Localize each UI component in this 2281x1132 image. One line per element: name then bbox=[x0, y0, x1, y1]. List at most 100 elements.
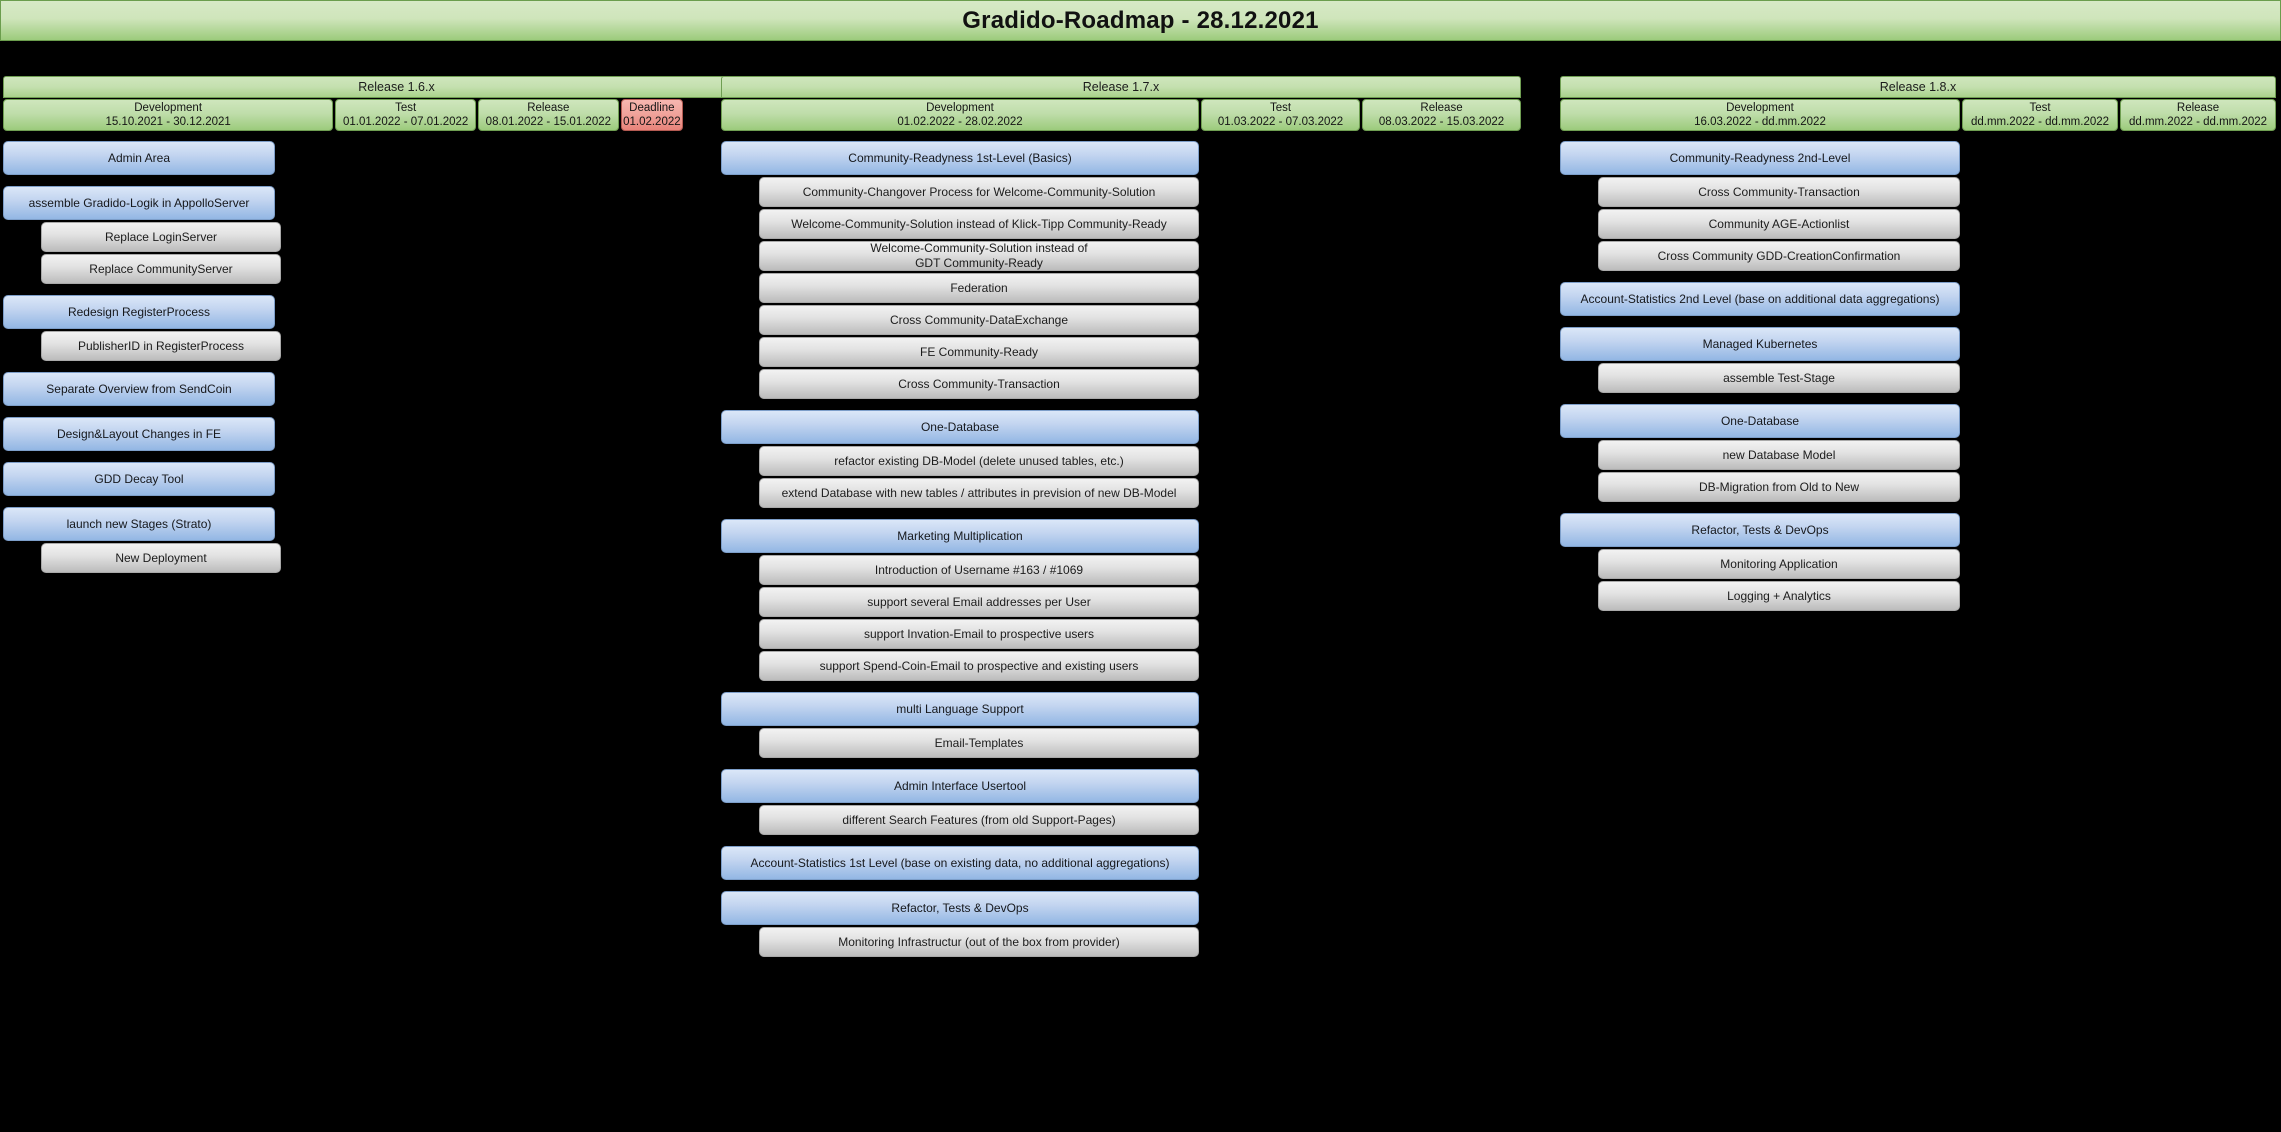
task-box-subitem[interactable]: support Invation-Email to prospective us… bbox=[759, 619, 1199, 649]
task-label: Replace CommunityServer bbox=[89, 261, 233, 276]
task-spacer bbox=[721, 399, 1521, 410]
phase-name: Release bbox=[2176, 101, 2220, 114]
phase-date-range: 16.03.2022 - dd.mm.2022 bbox=[1694, 116, 1826, 128]
phase-date-range: 01.02.2022 - 28.02.2022 bbox=[897, 116, 1023, 128]
task-label: Managed Kubernetes bbox=[1702, 336, 1818, 351]
task-label: multi Language Support bbox=[896, 701, 1024, 716]
task-box-subitem[interactable]: DB-Migration from Old to New bbox=[1598, 472, 1960, 502]
task-box-subitem[interactable]: support several Email addresses per User bbox=[759, 587, 1199, 617]
task-spacer bbox=[721, 758, 1521, 769]
task-label: Federation bbox=[950, 280, 1008, 295]
task-spacer bbox=[721, 508, 1521, 519]
phase-name: Development bbox=[926, 101, 994, 114]
task-box-primary[interactable]: Admin Interface Usertool bbox=[721, 769, 1199, 803]
task-spacer bbox=[721, 681, 1521, 692]
task-box-primary[interactable]: Community-Readyness 2nd-Level bbox=[1560, 141, 1960, 175]
task-box-subitem[interactable]: Federation bbox=[759, 273, 1199, 303]
task-box-primary[interactable]: Marketing Multiplication bbox=[721, 519, 1199, 553]
task-box-subitem[interactable]: Replace CommunityServer bbox=[41, 254, 281, 284]
task-box-subitem[interactable]: extend Database with new tables / attrib… bbox=[759, 478, 1199, 508]
phase-name: Development bbox=[1726, 101, 1794, 114]
task-label: DB-Migration from Old to New bbox=[1698, 479, 1860, 494]
release-title: Release 1.7.x bbox=[721, 76, 1521, 98]
task-box-primary[interactable]: Account-Statistics 2nd Level (base on ad… bbox=[1560, 282, 1960, 316]
phase-development[interactable]: Development 16.03.2022 - dd.mm.2022 bbox=[1560, 99, 1960, 131]
task-label: Cross Community-DataExchange bbox=[889, 312, 1069, 327]
task-box-subitem[interactable]: Cross Community-DataExchange bbox=[759, 305, 1199, 335]
task-box-subitem[interactable]: Monitoring Application bbox=[1598, 549, 1960, 579]
task-label: Monitoring Application bbox=[1720, 556, 1838, 571]
task-box-subitem[interactable]: assemble Test-Stage bbox=[1598, 363, 1960, 393]
task-spacer bbox=[3, 496, 683, 507]
task-spacer bbox=[721, 835, 1521, 846]
task-box-subitem[interactable]: Monitoring Infrastructur (out of the box… bbox=[759, 927, 1199, 957]
task-box-primary[interactable]: Refactor, Tests & DevOps bbox=[721, 891, 1199, 925]
task-box-subitem[interactable]: refactor existing DB-Model (delete unuse… bbox=[759, 446, 1199, 476]
task-box-primary[interactable]: One-Database bbox=[721, 410, 1199, 444]
phase-release[interactable]: Release dd.mm.2022 - dd.mm.2022 bbox=[2120, 99, 2276, 131]
task-box-primary[interactable]: Admin Area bbox=[3, 141, 275, 175]
task-box-subitem[interactable]: Welcome-Community-Solution instead of GD… bbox=[759, 241, 1199, 271]
task-box-subitem[interactable]: FE Community-Ready bbox=[759, 337, 1199, 367]
task-label: Community AGE-Actionlist bbox=[1708, 216, 1850, 231]
task-box-subitem[interactable]: new Database Model bbox=[1598, 440, 1960, 470]
phase-date-range: 15.10.2021 - 30.12.2021 bbox=[105, 116, 231, 128]
task-label: Cross Community-Transaction bbox=[898, 376, 1060, 391]
phase-date-range: 01.02.2022 bbox=[623, 116, 681, 128]
task-box-primary[interactable]: Account-Statistics 1st Level (base on ex… bbox=[721, 846, 1199, 880]
task-box-subitem[interactable]: Cross Community-Transaction bbox=[759, 369, 1199, 399]
task-label: Marketing Multiplication bbox=[897, 528, 1023, 543]
task-box-subitem[interactable]: Email-Templates bbox=[759, 728, 1199, 758]
task-box-primary[interactable]: Managed Kubernetes bbox=[1560, 327, 1960, 361]
task-list: Admin Area assemble Gradido-Logik in Appo… bbox=[3, 141, 683, 573]
task-label: new Database Model bbox=[1722, 447, 1836, 462]
phase-development[interactable]: Development 01.02.2022 - 28.02.2022 bbox=[721, 99, 1199, 131]
task-label: Community-Readyness 2nd-Level bbox=[1669, 150, 1851, 165]
task-box-primary[interactable]: Redesign RegisterProcess bbox=[3, 295, 275, 329]
task-label: Admin Interface Usertool bbox=[893, 778, 1027, 793]
task-spacer bbox=[3, 284, 683, 295]
phase-date-range: dd.mm.2022 - dd.mm.2022 bbox=[2128, 116, 2268, 128]
task-box-subitem[interactable]: Introduction of Username #163 / #1069 bbox=[759, 555, 1199, 585]
task-label: Logging + Analytics bbox=[1727, 588, 1831, 603]
task-box-primary[interactable]: Design&Layout Changes in FE bbox=[3, 417, 275, 451]
task-box-subitem[interactable]: Community-Changover Process for Welcome-… bbox=[759, 177, 1199, 207]
phase-name: Test bbox=[1269, 101, 1292, 114]
task-box-subitem[interactable]: PublisherID in RegisterProcess bbox=[41, 331, 281, 361]
task-box-primary[interactable]: One-Database bbox=[1560, 404, 1960, 438]
task-box-subitem[interactable]: Welcome-Community-Solution instead of Kl… bbox=[759, 209, 1199, 239]
task-box-primary[interactable]: multi Language Support bbox=[721, 692, 1199, 726]
task-box-subitem[interactable]: Replace LoginServer bbox=[41, 222, 281, 252]
task-box-subitem[interactable]: Cross Community GDD-CreationConfirmation bbox=[1598, 241, 1960, 271]
task-box-subitem[interactable]: support Spend-Coin-Email to prospective … bbox=[759, 651, 1199, 681]
task-box-primary[interactable]: launch new Stages (Strato) bbox=[3, 507, 275, 541]
task-label: Monitoring Infrastructur (out of the box… bbox=[838, 934, 1120, 949]
task-label: different Search Features (from old Supp… bbox=[842, 812, 1116, 827]
task-box-primary[interactable]: Community-Readyness 1st-Level (Basics) bbox=[721, 141, 1199, 175]
task-label: support Invation-Email to prospective us… bbox=[863, 626, 1095, 641]
task-spacer bbox=[3, 406, 683, 417]
task-box-primary[interactable]: Separate Overview from SendCoin bbox=[3, 372, 275, 406]
task-box-primary[interactable]: Refactor, Tests & DevOps bbox=[1560, 513, 1960, 547]
task-box-primary[interactable]: GDD Decay Tool bbox=[3, 462, 275, 496]
task-label: Redesign RegisterProcess bbox=[67, 304, 211, 319]
task-box-primary[interactable]: assemble Gradido-Logik in AppolloServer bbox=[3, 186, 275, 220]
task-box-subitem[interactable]: Community AGE-Actionlist bbox=[1598, 209, 1960, 239]
task-box-subitem[interactable]: different Search Features (from old Supp… bbox=[759, 805, 1199, 835]
task-box-subitem[interactable]: Cross Community-Transaction bbox=[1598, 177, 1960, 207]
task-label: Replace LoginServer bbox=[104, 229, 218, 244]
task-label: Cross Community-Transaction bbox=[1698, 184, 1860, 199]
task-spacer bbox=[3, 175, 683, 186]
task-box-subitem[interactable]: New Deployment bbox=[41, 543, 281, 573]
task-box-subitem[interactable]: Logging + Analytics bbox=[1598, 581, 1960, 611]
release-title: Release 1.8.x bbox=[1560, 76, 2276, 98]
